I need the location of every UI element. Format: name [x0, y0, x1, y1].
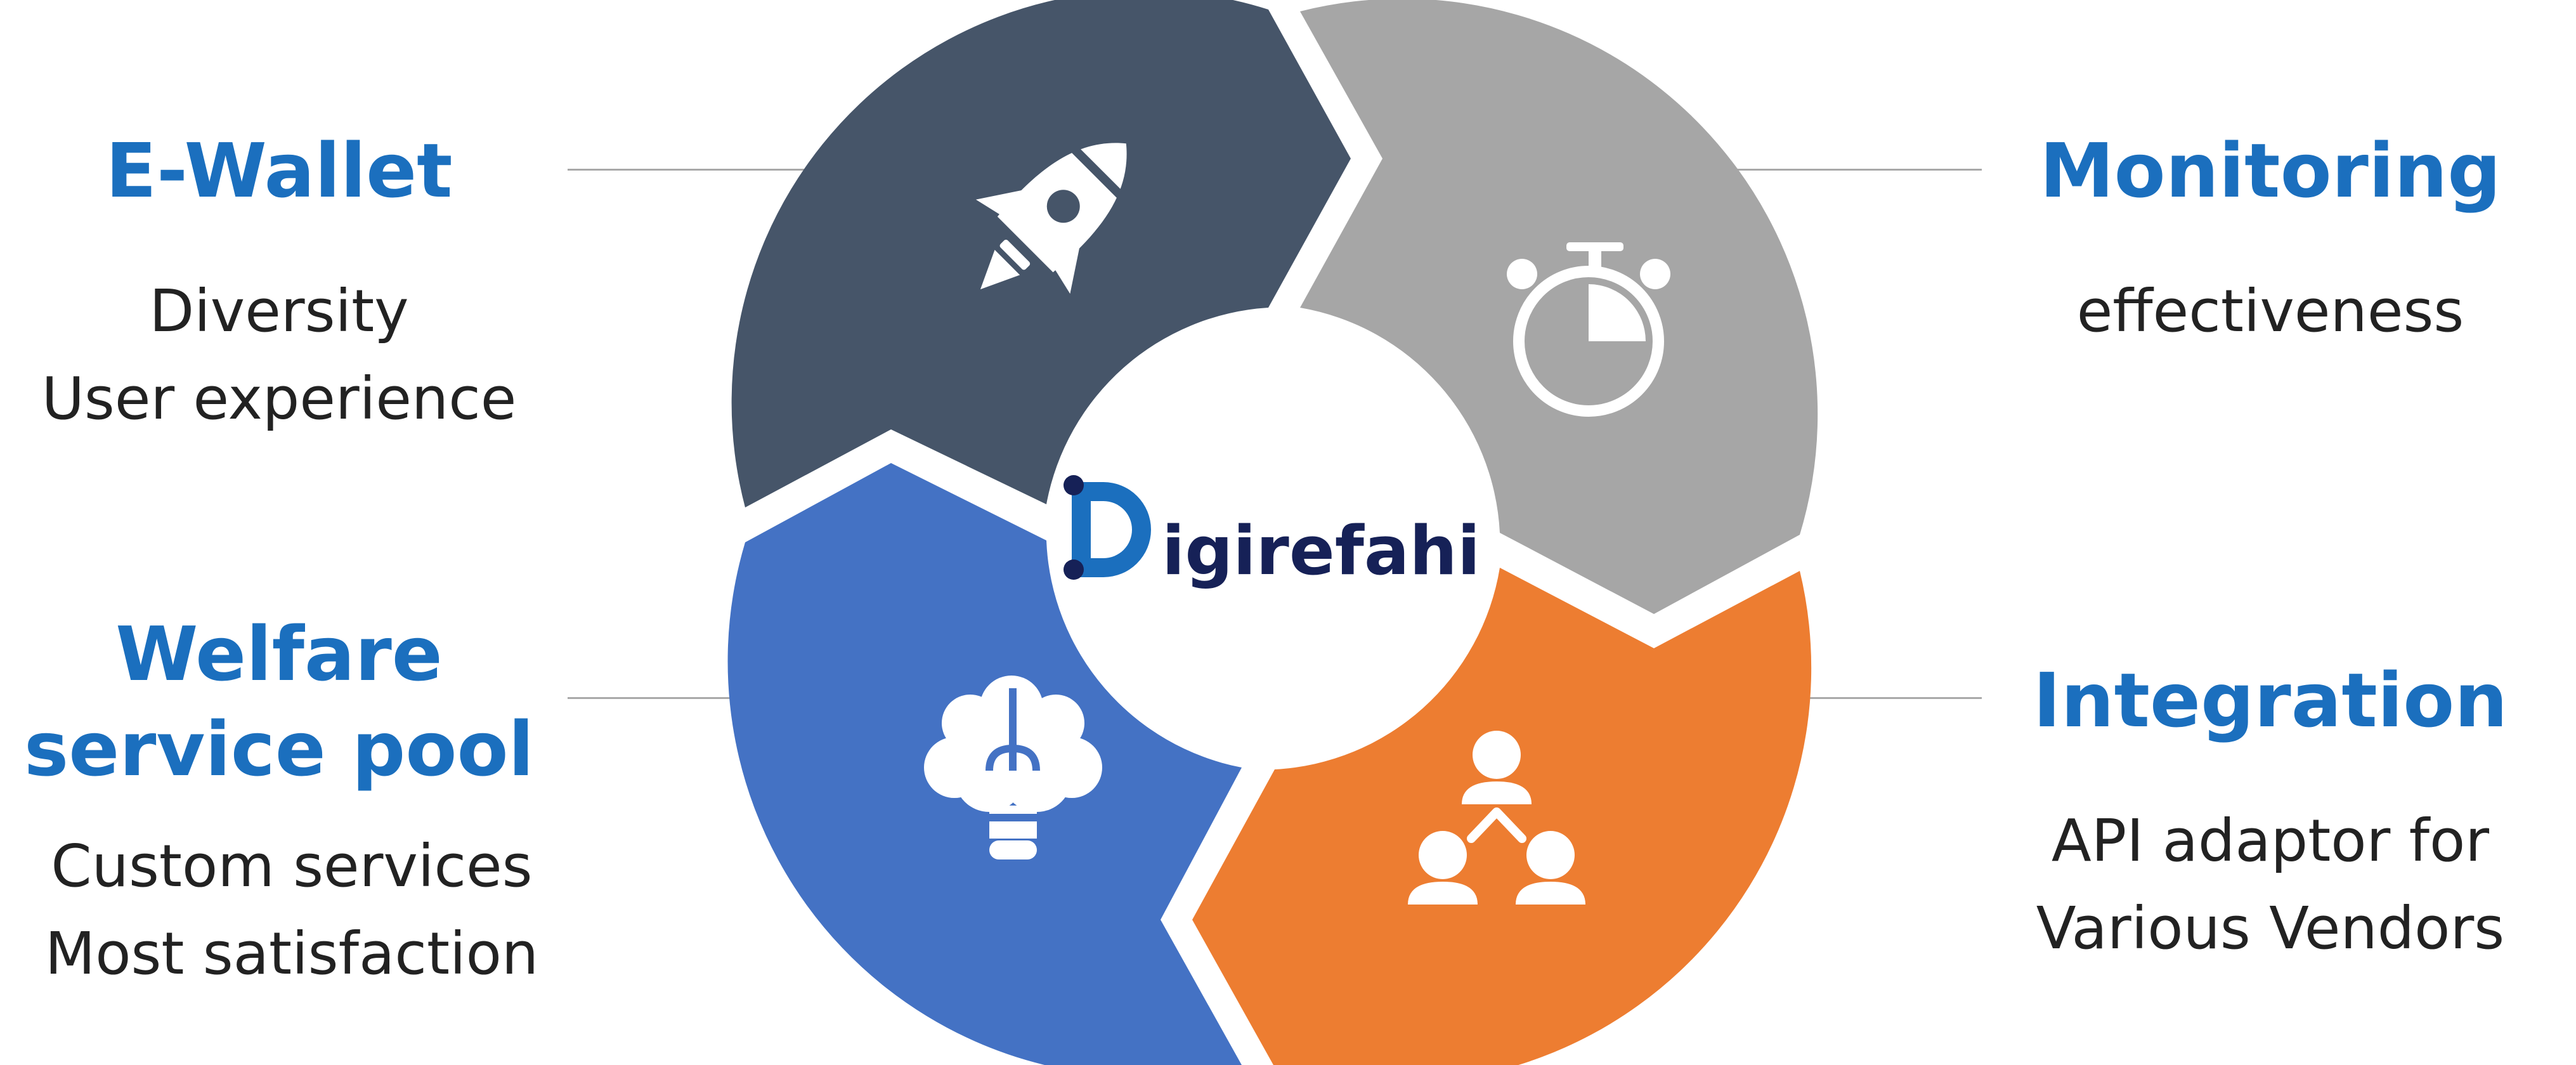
- logo-text: igirefahi: [1162, 512, 1480, 590]
- ewallet-line-1: Diversity: [149, 277, 409, 345]
- monitoring-connector-line: [1643, 169, 1982, 171]
- segment-monitoring: [1300, 0, 1818, 614]
- stopwatch-icon: [1507, 242, 1670, 417]
- logo-dot-top: [1064, 475, 1084, 495]
- integration-connector-line: [1776, 697, 1982, 699]
- welfare-line-1: Custom services: [51, 832, 533, 900]
- monitoring-title: Monitoring: [2039, 127, 2501, 214]
- welfare-title-line-1: Welfare: [115, 610, 443, 698]
- ewallet-connector-line: [568, 169, 894, 171]
- monitoring-line-1: effectiveness: [2076, 277, 2464, 345]
- brain-bulb-icon: [924, 676, 1102, 859]
- integration-title: Integration: [2033, 657, 2508, 744]
- logo-dot-bottom: [1064, 559, 1084, 580]
- rocket-icon: [975, 143, 1127, 294]
- integration-line-2: Various Vendors: [2036, 894, 2505, 962]
- logo: igirefahi: [1064, 475, 1480, 590]
- welfare-line-2: Most satisfaction: [44, 920, 539, 988]
- people-network-icon: [1408, 731, 1585, 905]
- logo-letter-d: [1072, 482, 1151, 577]
- ewallet-title: E-Wallet: [105, 127, 453, 214]
- welfare-title-line-2: service pool: [24, 705, 534, 793]
- integration-line-1: API adaptor for: [2051, 807, 2490, 875]
- ewallet-line-2: User experience: [41, 365, 517, 433]
- welfare-connector-line: [568, 697, 771, 699]
